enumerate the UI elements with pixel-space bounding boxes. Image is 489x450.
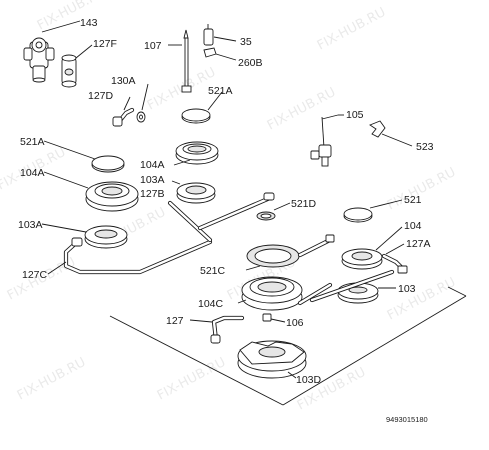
burner-base-103a-mid: [171, 180, 216, 204]
label-127f: 127F: [93, 38, 117, 50]
gas-pipe-127a: [381, 243, 408, 274]
label-104a-left: 104A: [20, 167, 45, 179]
burner-104: [341, 226, 403, 270]
document-code: 9493015180: [386, 415, 428, 424]
label-523: 523: [416, 141, 434, 153]
label-107: 107: [144, 40, 162, 52]
gas-pipe-right: [309, 269, 395, 303]
label-127: 127: [166, 315, 184, 327]
label-103a-mid: 103A: [140, 174, 165, 186]
watermark: FIX-HUB.RU: [295, 365, 368, 414]
label-521a-top: 521A: [208, 85, 233, 97]
label-521c: 521C: [200, 265, 226, 277]
watermark: FIX-HUB.RU: [385, 165, 458, 214]
watermark: FIX-HUB.RU: [15, 355, 88, 404]
label-127b: 127B: [140, 188, 165, 200]
burner-104a-left: [43, 171, 139, 212]
watermark: FIX-HUB.RU: [385, 275, 458, 324]
ignition-electrode-35: [203, 24, 237, 61]
gas-pipe-104c: [297, 234, 335, 258]
burner-cap-521: [343, 199, 403, 223]
burner-cap-521a-top: [181, 91, 223, 124]
label-521a-left: 521A: [20, 136, 45, 148]
label-104a-mid: 104A: [140, 159, 165, 171]
watermark: FIX-HUB.RU: [155, 355, 228, 404]
label-127c: 127C: [22, 269, 48, 281]
burner-104a-mid: [173, 141, 219, 166]
clip-523: [369, 120, 413, 147]
burner-104c: [237, 276, 303, 311]
hob-frame-lines: [109, 286, 467, 406]
label-127a: 127A: [406, 238, 431, 250]
label-521: 521: [404, 194, 422, 206]
label-104: 104: [404, 220, 422, 232]
label-103: 103: [398, 283, 416, 295]
label-127d: 127D: [88, 90, 114, 102]
gas-pipe-127b: [167, 192, 275, 243]
label-130a: 130A: [111, 75, 136, 87]
burner-base-103d: [237, 340, 307, 379]
label-143: 143: [80, 17, 98, 29]
pipe-127d: [112, 83, 149, 127]
injector-106: [262, 313, 286, 323]
label-521d: 521D: [291, 198, 317, 210]
thermocouple-107: [168, 29, 192, 93]
watermark: FIX-HUB.RU: [265, 85, 338, 134]
label-105: 105: [346, 109, 364, 121]
gas-pipe-127: [189, 315, 245, 344]
label-103d: 103D: [296, 374, 322, 386]
label-35: 35: [240, 36, 252, 48]
burner-base-103a-left: [41, 223, 128, 249]
gas-pipe-127c: [47, 237, 213, 275]
gas-inlet-assembly: [23, 20, 93, 88]
watermark: FIX-HUB.RU: [315, 5, 388, 54]
label-106: 106: [286, 317, 304, 329]
label-260b: 260B: [238, 57, 263, 69]
valve-tap-105: [310, 114, 344, 167]
label-104c: 104C: [198, 298, 224, 310]
burner-cap-521a-left: [43, 140, 125, 173]
gasket-521d: [256, 202, 291, 221]
label-103a-left: 103A: [18, 219, 43, 231]
gasket-ring-521c: [245, 244, 300, 271]
